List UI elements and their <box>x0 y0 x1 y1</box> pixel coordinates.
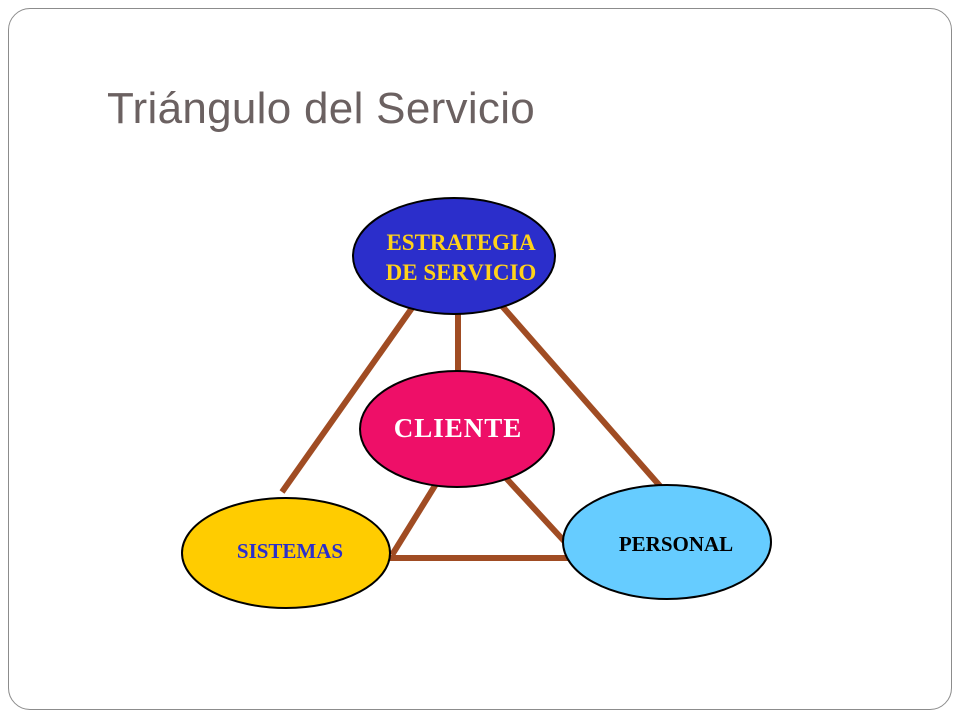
node-personal: PERSONAL <box>562 484 772 600</box>
slide-title: Triángulo del Servicio <box>107 84 536 133</box>
node-estrategia: ESTRATEGIA DE SERVICIO <box>352 197 556 315</box>
connectors <box>279 304 663 561</box>
node-cliente-label: CLIENTE <box>394 413 523 443</box>
node-personal-shape <box>562 484 772 600</box>
node-sistemas-label: SISTEMAS <box>237 539 343 563</box>
connector-cliente-personal <box>503 475 568 545</box>
node-sistemas: SISTEMAS <box>181 497 391 609</box>
connector-cliente-sistemas <box>389 482 439 557</box>
node-personal-label: PERSONAL <box>619 532 733 556</box>
connector-estrategia-personal <box>499 304 663 488</box>
node-estrategia-shape <box>352 197 556 315</box>
node-cliente: CLIENTE <box>359 370 555 488</box>
connector-estrategia-sistemas <box>279 306 415 494</box>
node-cliente-shape <box>359 370 555 488</box>
node-sistemas-shape <box>181 497 391 609</box>
node-estrategia-label-line2: DE SERVICIO <box>386 260 537 285</box>
node-estrategia-label-line1: ESTRATEGIA <box>386 230 536 255</box>
slide-frame <box>8 8 952 710</box>
